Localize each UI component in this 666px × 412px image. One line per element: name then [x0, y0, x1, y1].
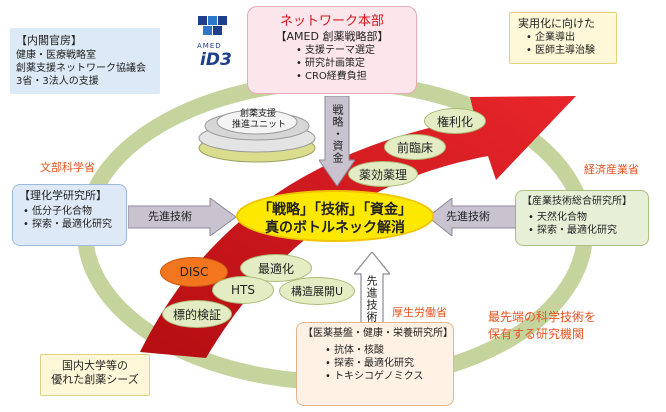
mext-advanced-tech-arrow: [128, 198, 236, 236]
practical-application-box: 実用化に向けた 企業導出 医師主導治験: [509, 12, 617, 64]
universities-line: 優れた創薬シーズ: [51, 373, 139, 386]
riken-item: 探索・最適化研究: [23, 218, 120, 231]
aist-title: 【産業技術総合研究所】: [522, 196, 632, 207]
network-hq-item: CRO経費負担: [296, 70, 375, 83]
meti-advanced-tech-label: 先進技術: [446, 210, 490, 223]
strategy-arrow-shape: [319, 96, 355, 186]
amed-logo-text: AMED: [197, 42, 222, 50]
advanced-institutes-text: 最先端の科学技術を 保有する研究機関: [488, 309, 596, 343]
nibiohn-item: 探索・最適化研究: [325, 357, 447, 370]
cabinet-office-line: 健康・医療戦略室: [16, 50, 96, 61]
support-unit-label: 創薬支援 推進ユニット: [232, 109, 287, 131]
practical-application-title: 実用化に向けた: [518, 17, 595, 30]
cabinet-office-title: 【内閣官房】: [16, 34, 82, 47]
support-unit-disks: [198, 109, 316, 163]
riken-list: 低分子化合物 探索・最適化研究: [23, 205, 120, 231]
cabinet-office-line: 創薬支援ネットワーク協議会: [16, 63, 146, 74]
cabinet-office-line: 3省・3法人の支援: [16, 76, 99, 87]
support-unit-label-line: 創薬支援: [239, 109, 276, 119]
id3-logo: iD3: [200, 50, 232, 70]
network-hq-item: 研究計画策定: [296, 57, 375, 70]
cabinet-office-box: 【内閣官房】 健康・医療戦略室 創薬支援ネットワーク協議会 3省・3法人の支援: [10, 28, 160, 94]
mhlw-ministry-label: 厚生労働省: [392, 306, 447, 319]
strategy-arrow-label: 戦略・資金: [331, 104, 344, 164]
network-hq-box: ネットワーク本部 【AMED 創薬戦略部】 支援テーマ選定 研究計画策定 CRO…: [247, 6, 417, 94]
network-hq-subtitle: 【AMED 創薬戦略部】: [275, 30, 389, 43]
riken-title: 【理化学研究所】: [19, 189, 107, 202]
practical-application-item: 医師主導治験: [526, 44, 608, 57]
meti-advanced-tech-arrow: [428, 198, 516, 236]
aist-item: 探索・最適化研究: [528, 224, 642, 237]
aist-box: 【産業技術総合研究所】 天然化合物 探索・最適化研究: [515, 190, 649, 246]
riken-box: 【理化学研究所】 低分子化合物 探索・最適化研究: [12, 184, 127, 246]
aist-list: 天然化合物 探索・最適化研究: [528, 211, 642, 237]
network-hq-title: ネットワーク本部: [279, 14, 384, 29]
stage-hts: HTS: [212, 276, 274, 304]
practical-application-list: 企業導出 医師主導治験: [526, 31, 608, 57]
mext-advanced-tech-label: 先進技術: [148, 210, 192, 223]
universities-line: 国内大学等の: [62, 359, 128, 372]
mhlw-advanced-tech-label: 先進技術: [365, 275, 378, 323]
stage-pharmacology: 薬効薬理: [348, 161, 418, 187]
support-unit-label-line: 推進ユニット: [232, 120, 287, 130]
amed-logo: AMED: [193, 16, 233, 68]
network-hq-list: 支援テーマ選定 研究計画策定 CRO経費負担: [296, 44, 375, 83]
stage-target-validation: 標的検証: [162, 300, 232, 328]
bottleneck-line-1: 「戦略」「技術」「資金」: [258, 202, 412, 218]
stage-patenting: 権利化: [424, 108, 486, 134]
mhlw-advanced-tech-arrow: [354, 252, 390, 336]
nibiohn-box: 【医薬基盤・健康・栄養研究所】 抗体・核酸 探索・最適化研究 トキシコゲノミクス: [296, 322, 454, 406]
nibiohn-list: 抗体・核酸 探索・最適化研究 トキシコゲノミクス: [325, 344, 447, 383]
network-hq-item: 支援テーマ選定: [296, 44, 375, 57]
universities-box: 国内大学等の 優れた創薬シーズ: [40, 354, 150, 396]
aist-item: 天然化合物: [528, 211, 642, 224]
nibiohn-item: トキシコゲノミクス: [325, 370, 447, 383]
nibiohn-item: 抗体・核酸: [325, 344, 447, 357]
bottleneck-ellipse: [236, 190, 434, 242]
riken-item: 低分子化合物: [23, 205, 120, 218]
practical-application-item: 企業導出: [526, 31, 608, 44]
mext-ministry-label: 文部科学省: [40, 161, 95, 174]
advanced-institutes-line: 保有する研究機関: [488, 327, 585, 341]
amed-mark-icon: [198, 16, 227, 35]
advanced-institutes-line: 最先端の科学技術を: [488, 310, 597, 324]
meti-ministry-label: 経済産業省: [584, 163, 639, 176]
stage-structure-expansion: 構造展開U: [279, 277, 355, 305]
stage-preclinical: 前臨床: [384, 134, 446, 160]
nibiohn-title: 【医薬基盤・健康・栄養研究所】: [303, 328, 453, 339]
bottleneck-line-2: 真のボトルネック解消: [265, 220, 405, 236]
